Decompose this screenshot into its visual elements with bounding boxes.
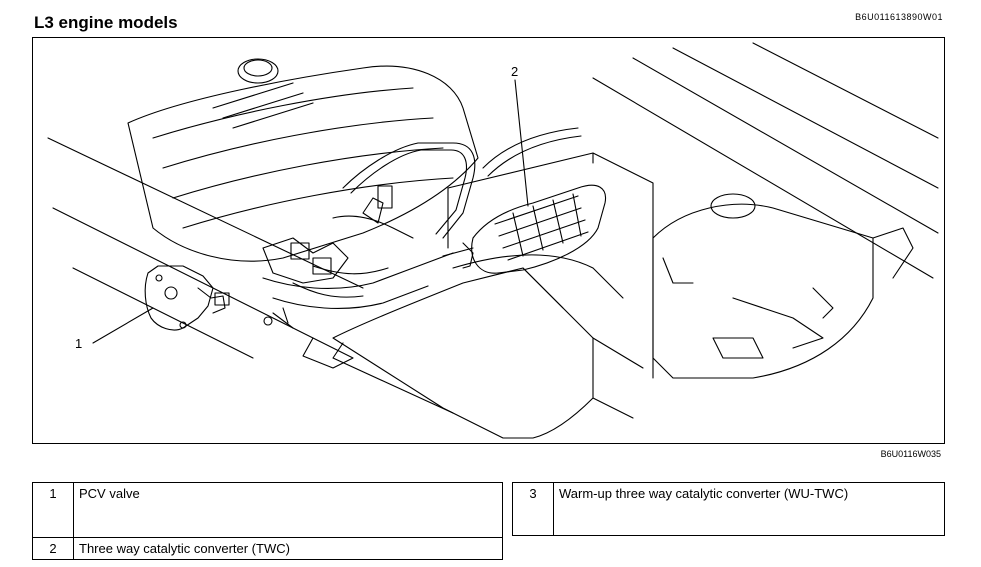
parts-table-left: 1 PCV valve 2 Three way catalytic conver… (32, 482, 503, 560)
engine-illustration: 1 2 (32, 37, 945, 444)
part-number: 1 (32, 482, 74, 538)
figure-code: B6U0116W035 (880, 449, 941, 459)
part-name: Warm-up three way catalytic converter (W… (553, 482, 945, 536)
part-name: PCV valve (73, 482, 503, 538)
document-code: B6U011613890W01 (855, 12, 943, 22)
table-row: 2 Three way catalytic converter (TWC) (32, 537, 503, 560)
page-title: L3 engine models (34, 13, 178, 32)
part-number: 3 (512, 482, 554, 536)
part-number: 2 (32, 537, 74, 560)
parts-table-right: 3 Warm-up three way catalytic converter … (512, 482, 945, 536)
callout-1: 1 (75, 336, 83, 351)
table-row: 1 PCV valve (32, 482, 503, 538)
part-name: Three way catalytic converter (TWC) (73, 537, 503, 560)
callout-2: 2 (511, 64, 519, 79)
table-row: 3 Warm-up three way catalytic converter … (512, 482, 945, 536)
